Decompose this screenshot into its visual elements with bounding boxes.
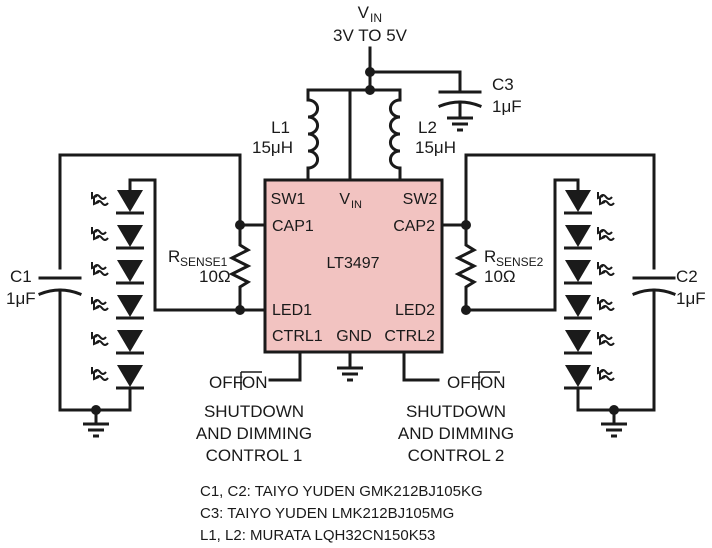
led-string-right: [562, 178, 615, 412]
note-c1-c2: C1, C2: TAIYO YUDEN GMK212BJ105KG: [200, 483, 483, 500]
svg-text:SHUTDOWN: SHUTDOWN: [204, 402, 304, 421]
led-string-left: [91, 178, 146, 412]
vin-supply-label: V IN 3V TO 5V: [333, 3, 408, 45]
svg-text:AND DIMMING: AND DIMMING: [398, 424, 514, 443]
svg-text:SENSE2: SENSE2: [496, 255, 544, 269]
ctrl1-label: OFF ON SHUTDOWN AND DIMMING CONTROL 1: [196, 371, 312, 465]
c3-value: 1μF: [492, 97, 522, 116]
svg-text:10Ω: 10Ω: [484, 267, 516, 286]
c1-value: 1μF: [6, 289, 36, 308]
pin-vin: V IN: [339, 191, 362, 211]
c2-value: 1μF: [676, 289, 706, 308]
pin-sw1: SW1: [271, 191, 306, 208]
chip-name: LT3497: [326, 255, 379, 272]
c3-capacitor: [438, 70, 482, 132]
svg-text:V: V: [339, 191, 350, 208]
rsense2-resistor: [454, 223, 478, 312]
ctrl2-label: OFF ON SHUTDOWN AND DIMMING CONTROL 2: [398, 371, 514, 465]
svg-text:OFF: OFF: [209, 373, 243, 392]
pin-ctrl2: CTRL2: [384, 328, 435, 345]
c1-capacitor: [38, 276, 132, 412]
svg-text:SENSE1: SENSE1: [180, 255, 228, 269]
pin-cap2: CAP2: [393, 218, 435, 235]
c2-name: C2: [676, 267, 698, 286]
svg-text:ON: ON: [242, 373, 268, 392]
pin-cap1: CAP1: [272, 218, 314, 235]
l2-inductor: [388, 88, 402, 182]
l1-inductor: [306, 88, 320, 182]
pin-ctrl1: CTRL1: [272, 328, 323, 345]
svg-text:V: V: [358, 3, 370, 22]
pin-led2: LED2: [395, 302, 435, 319]
pin-led1: LED1: [272, 302, 312, 319]
svg-text:OFF: OFF: [447, 373, 481, 392]
l1-name: L1: [271, 118, 290, 137]
svg-text:R: R: [168, 247, 180, 266]
l2-name: L2: [418, 118, 437, 137]
svg-text:3V TO 5V: 3V TO 5V: [333, 26, 408, 45]
pin-sw2: SW2: [403, 191, 438, 208]
rsense2-label: R SENSE2 10Ω: [484, 247, 544, 286]
l2-value: 15μH: [415, 138, 456, 157]
note-l1-l2: L1, L2: MURATA LQH32CN150K53: [200, 527, 435, 544]
pin-gnd: GND: [336, 328, 372, 345]
component-notes: C1, C2: TAIYO YUDEN GMK212BJ105KG C3: TA…: [200, 483, 483, 544]
svg-text:CONTROL 1: CONTROL 1: [206, 446, 303, 465]
rsense1-label: R SENSE1 10Ω: [168, 247, 231, 286]
svg-text:AND DIMMING: AND DIMMING: [196, 424, 312, 443]
svg-text:SHUTDOWN: SHUTDOWN: [406, 402, 506, 421]
c3-name: C3: [492, 75, 514, 94]
svg-text:IN: IN: [370, 11, 382, 25]
c1-name: C1: [10, 267, 32, 286]
rsense1-resistor: [228, 223, 252, 312]
lt3497-chip: [263, 178, 444, 354]
svg-text:IN: IN: [351, 199, 362, 211]
note-c3: C3: TAIYO YUDEN LMK212BJ105MG: [200, 505, 454, 522]
svg-text:R: R: [484, 247, 496, 266]
ground-symbol: [335, 366, 365, 382]
svg-text:10Ω: 10Ω: [199, 267, 231, 286]
svg-text:CONTROL 2: CONTROL 2: [408, 446, 505, 465]
svg-text:ON: ON: [480, 373, 506, 392]
l1-value: 15μH: [252, 138, 293, 157]
c2-capacitor: [576, 276, 676, 412]
